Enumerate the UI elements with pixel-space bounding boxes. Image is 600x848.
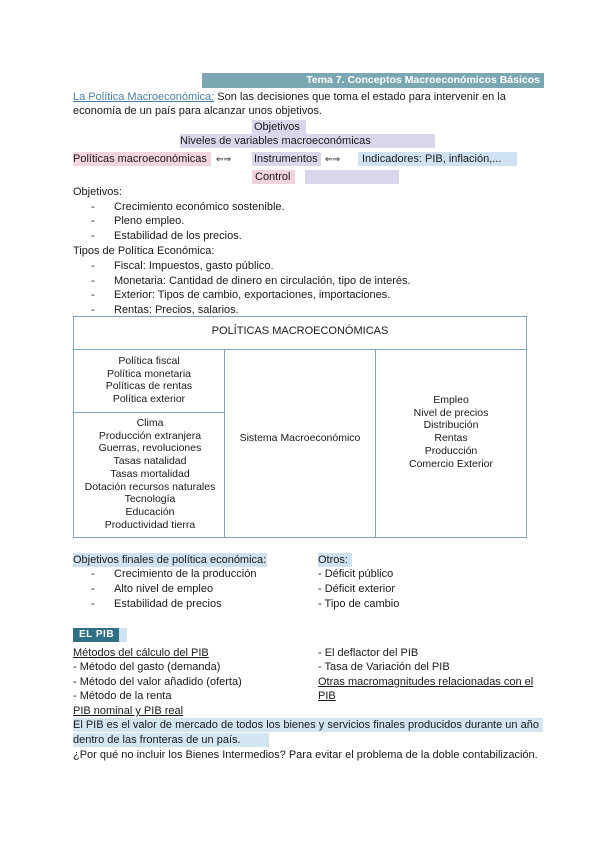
scheme-arrow-1: ⇐⇒ <box>216 154 232 164</box>
scheme-niveles: Niveles de variables macroeconómicas <box>180 134 435 148</box>
list-item: - Déficit exterior <box>318 583 396 595</box>
table-policies: Política fiscal Política monetaria Polít… <box>105 355 193 406</box>
list-item: - Método de la renta <box>73 690 172 702</box>
list-item: - El deflactor del PIB <box>318 647 419 659</box>
intro-line-2: economía de un país para alcanzar unos o… <box>73 105 322 117</box>
pib-badge-strip <box>119 628 127 642</box>
topic-title: Tema 7. Conceptos Macroeconómicos Básico… <box>202 73 544 88</box>
scheme-control: Control <box>252 170 295 184</box>
final-objectives-heading: Objetivos finales de política económica: <box>73 553 267 567</box>
pib-methods-heading: Métodos del cálculo del PIB <box>73 647 209 659</box>
pib-question: ¿Por qué no incluir los Bienes Intermedi… <box>73 749 538 761</box>
intro-term: La Política Macroeconómica: <box>73 91 215 103</box>
table-title: POLÍTICAS MACROECONÓMICAS <box>211 325 389 337</box>
table-center: Sistema Macroeconómico <box>239 432 361 444</box>
scheme-indicadores: Indicadores: PIB, inflación,... <box>358 152 517 166</box>
others-heading: Otros: <box>318 553 352 567</box>
scheme-objetivos: Objetivos <box>252 120 306 134</box>
list-item: - Método del valor añadido (oferta) <box>73 676 242 688</box>
list-item: - Tipo de cambio <box>318 598 400 610</box>
list-item: - Método del gasto (demanda) <box>73 661 221 673</box>
intro-text-1: Son las decisiones que toma el estado pa… <box>217 91 506 103</box>
table-external-factors: Clima Producción extranjera Guerras, rev… <box>84 417 216 531</box>
list-item: - Déficit público <box>318 568 394 580</box>
intro-line-1: La Política Macroeconómica: Son las deci… <box>73 90 506 104</box>
objectives-heading: Objetivos: <box>73 186 122 198</box>
pib-badge: EL PIB <box>73 628 119 642</box>
scheme-control-highlight <box>305 170 399 184</box>
other-magnitudes-heading: Otras macromagnitudes relacionadas con e… <box>318 676 534 688</box>
scheme-arrow-2: ⇐⇒ <box>325 154 341 164</box>
pib-definition-2: dentro de las fronteras de un país. <box>73 733 269 747</box>
other-magnitudes-heading-2: PIB <box>318 690 336 702</box>
list-item: - Tasa de Variación del PIB <box>318 661 450 673</box>
pib-definition-1: El PIB es el valor de mercado de todos l… <box>73 718 543 732</box>
pib-nominal-real: PIB nominal y PIB real <box>73 705 184 717</box>
table-outputs: Empleo Nivel de precios Distribución Ren… <box>408 394 494 470</box>
policy-types-heading: Tipos de Política Económica: <box>73 245 215 257</box>
scheme-instrumentos: Instrumentos <box>252 152 321 166</box>
scheme-politicas: Políticas macroeconómicas <box>73 152 211 166</box>
policies-table: POLÍTICAS MACROECONÓMICAS Política fisca… <box>73 316 527 538</box>
